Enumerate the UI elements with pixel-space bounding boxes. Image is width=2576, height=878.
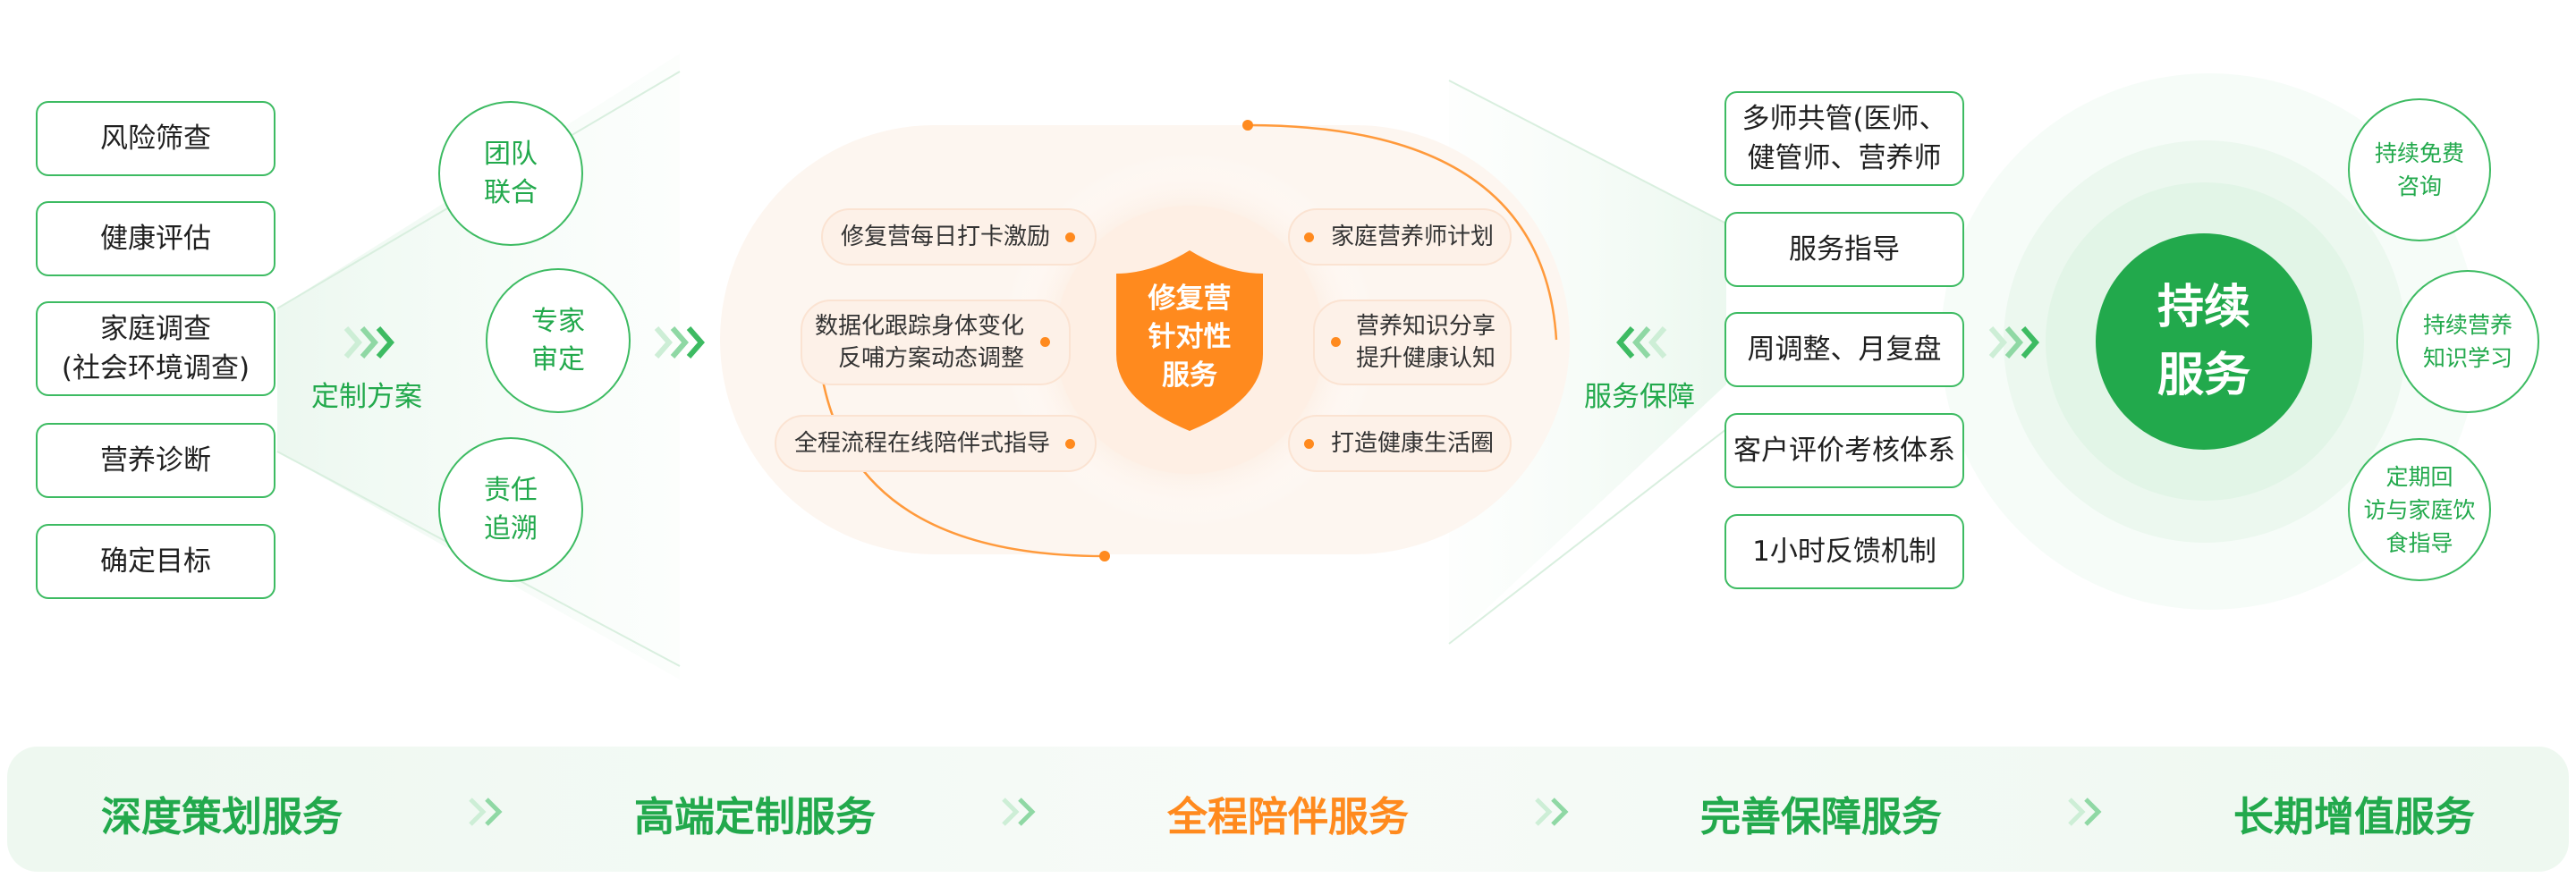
step-set-goals: 确定目标 bbox=[36, 524, 275, 599]
custom-plan-label: 定制方案 bbox=[311, 381, 422, 413]
guarantee-one-hour-feedback: 1小时反馈机制 bbox=[1724, 514, 1964, 589]
chevron-right-icon bbox=[1988, 326, 2039, 359]
band-item-accompany: 全程陪伴服务 bbox=[1166, 793, 1409, 840]
step-family-survey: 家庭调查 (社会环境调查) bbox=[36, 301, 275, 396]
guarantee-multi-doctor: 多师共管(医师、 健管师、营养师 bbox=[1724, 91, 1964, 186]
guarantee-customer-evaluation: 客户评价考核体系 bbox=[1724, 413, 1964, 488]
center-item-family-nutritionist: 家庭营养师计划 bbox=[1288, 208, 1512, 266]
circle-responsibility-trace: 责任 追溯 bbox=[438, 437, 583, 582]
center-item-data-tracking: 数据化跟踪身体变化 反哺方案动态调整 bbox=[801, 300, 1071, 385]
guarantee-service-guidance: 服务指导 bbox=[1724, 212, 1964, 287]
center-badge-text: 修复营 针对性 服务 bbox=[1148, 283, 1232, 392]
step-health-assessment: 健康评估 bbox=[36, 201, 275, 276]
main-continuous-service-circle: 持续 服务 bbox=[2096, 233, 2312, 450]
circle-free-consultation: 持续免费 咨询 bbox=[2348, 98, 2491, 241]
chevron-right-icon bbox=[1002, 798, 1036, 826]
circle-nutrition-learning: 持续营养 知识学习 bbox=[2396, 270, 2539, 413]
circle-followup-guidance: 定期回 访与家庭饮 食指导 bbox=[2348, 438, 2491, 581]
chevron-right-icon bbox=[469, 798, 503, 826]
bullet-dot bbox=[1331, 337, 1341, 347]
chevron-right-icon bbox=[1535, 798, 1569, 826]
circle-team-union: 团队 联合 bbox=[438, 101, 583, 246]
center-item-healthy-circle: 打造健康生活圈 bbox=[1288, 415, 1512, 472]
bullet-dot bbox=[1304, 232, 1314, 242]
bullet-dot bbox=[1040, 337, 1050, 347]
chevron-left-icon bbox=[1616, 326, 1667, 359]
bullet-dot bbox=[1065, 439, 1075, 449]
center-item-knowledge-sharing: 营养知识分享 提升健康认知 bbox=[1313, 300, 1512, 385]
service-guarantee-label: 服务保障 bbox=[1584, 381, 1695, 413]
center-item-online-guidance: 全程流程在线陪伴式指导 bbox=[775, 415, 1097, 472]
band-item-planning: 深度策划服务 bbox=[100, 793, 343, 840]
chevron-right-icon bbox=[2068, 798, 2102, 826]
center-item-checkin: 修复营每日打卡激励 bbox=[821, 208, 1097, 266]
step-risk-screening: 风险筛查 bbox=[36, 101, 275, 176]
shield-icon bbox=[1116, 250, 1263, 431]
circle-expert-review: 专家 审定 bbox=[486, 268, 631, 413]
band-item-guarantee: 完善保障服务 bbox=[1699, 793, 1942, 840]
step-nutrition-diagnosis: 营养诊断 bbox=[36, 423, 275, 498]
band-item-custom: 高端定制服务 bbox=[633, 793, 876, 840]
bullet-dot bbox=[1065, 232, 1075, 242]
bullet-dot bbox=[1304, 439, 1314, 449]
band-item-long-term: 长期增值服务 bbox=[2233, 793, 2475, 840]
guarantee-weekly-monthly-review: 周调整、月复盘 bbox=[1724, 312, 1964, 387]
chevron-right-icon bbox=[343, 326, 394, 359]
chevron-right-icon bbox=[654, 326, 705, 359]
